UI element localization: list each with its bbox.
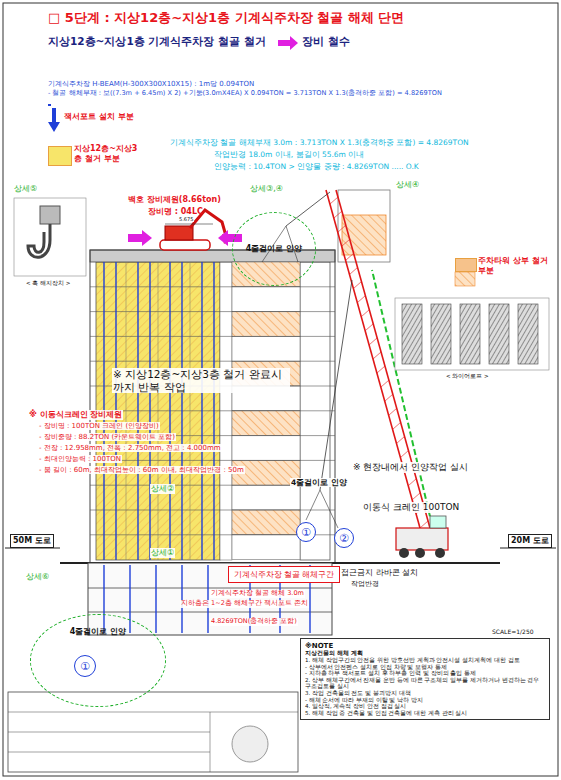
node-text: 4. 일상적, 계속적 장비 안전 점검 실시 <box>305 703 545 710</box>
building-section <box>90 250 335 563</box>
legend-text: 주차타워 상부 철거 부분 <box>478 256 548 275</box>
node-text: 기계식주차장 철골 해체구간 <box>233 570 335 579</box>
detail-caption: < 훅 해지장치 > <box>26 280 70 287</box>
node-text: ① <box>301 527 311 538</box>
note-heading: ※NOTE <box>305 642 545 650</box>
road-line <box>5 548 60 549</box>
arrow-symbol <box>218 230 242 246</box>
node-text: - 해체 순서에 따라 부재의 이탈 및 낙하 방지 <box>305 697 545 704</box>
detail-ref: 상세② <box>150 484 175 494</box>
detail-ref: 상세⑤ <box>14 184 37 194</box>
legend-arrow <box>48 108 60 132</box>
node-text: 4줄걸이로 인양 <box>31 627 165 637</box>
calc-note: 기계식주차장 H-BEAM(H-300X300X10X15) : 1m당 0.0… <box>48 80 254 88</box>
crane-spec: - 장비명 : 100TON 크레인 (인양장비) <box>38 422 160 430</box>
legend-swatch <box>48 104 51 106</box>
crane-spec: - 전장 : 12.958mm, 전폭 : 2.750mm, 전고 : 4.00… <box>38 444 222 452</box>
arrow-symbol <box>278 36 298 50</box>
legend-text: 잭서포트 설치 부분 <box>64 112 134 122</box>
calc-note: - 철골 해체부재 : 보((7.3m + 6.45m) X 2) +기둥(3.… <box>48 90 548 98</box>
equipment-spec: 백호 장비제원(8.66ton) <box>128 195 221 205</box>
node-text: 1. 해체 작업구간의 안전을 위한 방호선반 계획과 안전시설 설치계획에 대… <box>305 657 545 664</box>
calc-note: 기계식주차장 철골 해체부재 3.0m : 3.713TON X 1.3(충격하… <box>170 138 469 147</box>
scale-note: SCALE=1/250 <box>492 628 534 635</box>
calc-note: 지하층은 1~2층 해체구간 잭서포트 존치 <box>180 600 309 608</box>
lifting-circle: 4줄걸이로 인양 <box>232 212 316 286</box>
node-text: 2. 상부 해체구간에서 잔재물 운반 등에 따른 구조체의 일부를 제거하거나… <box>305 677 545 690</box>
legend-text: 지상12층~지상3층 철거 부분 <box>74 144 144 163</box>
callout-number: ① <box>296 522 316 542</box>
dimension: 5.675 <box>178 216 194 222</box>
equipment-name: 이동식 크레인 100TON <box>362 502 460 513</box>
node-text: 지상건물의 해체 계획 <box>305 650 545 657</box>
crane-spec: - 장비중량 : 88.2TON (카운트웨이트 포함) <box>38 433 176 441</box>
wire-rope-detail <box>395 298 549 370</box>
legend-swatch <box>455 258 477 272</box>
lifting-circle: 4줄걸이로 인양 ① <box>30 614 166 707</box>
detail-ref: 상세④ <box>396 180 419 190</box>
work-note: ※ 현장내에서 인양작업 실시 <box>352 462 469 473</box>
node-text: ① <box>80 661 90 672</box>
subtitle: 장비 철수 <box>302 35 350 48</box>
node-text: - 상부에서 안전펜스 설치로 인접 차량 및 보행자 통제 <box>305 664 545 671</box>
note-box: ※NOTE지상건물의 해체 계획1. 해체 작업구간의 안전을 위한 방호선반 … <box>300 638 550 720</box>
callout-number: ① <box>74 655 96 677</box>
node-text: 3. 작업 건축물의 전도 및 붕괴방지 대책 <box>305 690 545 697</box>
zone-box: 기계식주차장 철골 해체구간 <box>228 566 340 583</box>
node-text: - 지하층 하부 잭서포트 설치 후 하부층 인력 및 장비의 출입 통제 <box>305 670 545 677</box>
safety-note: 접근금지 라바콘 설치 <box>340 568 419 578</box>
detail-ref: 상세① <box>150 548 175 558</box>
sheet-frame <box>3 3 558 776</box>
detail-caption: < 와이어로프 > <box>446 373 489 380</box>
node-text: ② <box>339 533 349 544</box>
crane-spec: - 최대인양능력 : 100TON <box>38 455 122 463</box>
callout-number: ② <box>334 528 354 548</box>
title-block <box>8 692 298 772</box>
road-label: 20M 도로 <box>508 534 552 548</box>
calc-note: 작업반경 18.0m 이내, 붐길이 55.6m 이내 <box>214 150 364 159</box>
calc-note: 인양능력 : 10.4TON > 인양물 중량 : 4.8269TON ....… <box>214 162 419 171</box>
crane-spec: ※ 이동식크레인 장비제원 <box>28 410 123 420</box>
equipment-spec: 장비명 : 04LC <box>148 207 203 217</box>
node-text: 4줄걸이로 인양 <box>246 245 302 253</box>
hook-detail <box>14 198 86 276</box>
legend-swatch <box>48 146 72 166</box>
arrow-symbol <box>128 230 152 246</box>
crane-spec: - 붐 길이 : 60m, 최대작업높이 : 60m 이내, 최대작업반경 : … <box>38 466 245 474</box>
sheet-title: □ 5단계 : 지상12층~지상1층 기계식주차장 철골 해체 단면 <box>48 10 404 26</box>
work-note: ※ 지상12층~지상3층 철거 완료시까지 반복 작업 <box>112 368 290 393</box>
node-text: 5. 해체 작업 중 건축물 및 인접 건축물에 대한 계측 관리 실시 <box>305 710 545 717</box>
calc-note: 4.8269TON(충격하중 포함) <box>210 618 298 626</box>
detail-ref: 상세③,④ <box>250 184 283 194</box>
lifting-note: 4줄걸이로 인양 <box>290 478 348 487</box>
floor-lines <box>90 262 335 560</box>
safety-note: 작업반경 <box>350 580 380 588</box>
calc-note: 기계식주차장 철골 해체 3.0m <box>210 590 305 598</box>
detail-ref: 상세⑥ <box>26 572 49 582</box>
road-line <box>500 548 556 549</box>
subtitle: 지상12층~지상1층 기계식주차장 철골 철거 <box>48 35 266 48</box>
road-label: 50M 도로 <box>10 534 54 548</box>
